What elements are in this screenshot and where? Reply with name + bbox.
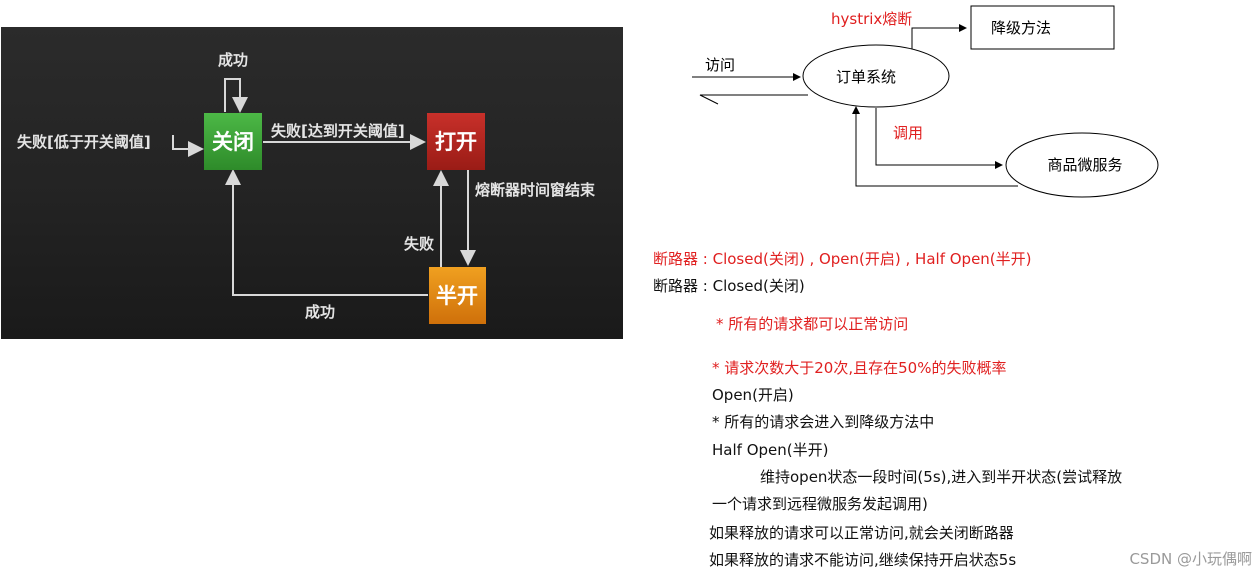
order-system-node (802, 44, 950, 108)
access-label: 访问 (705, 56, 735, 74)
state-half-open-box (429, 267, 486, 324)
watermark: CSDN @小玩偶啊 (1129, 550, 1252, 568)
note-line-3: * 所有的请求都可以正常访问 (716, 315, 909, 333)
note-line-11: 如果释放的请求不能访问,继续保持开启状态5s (709, 551, 1017, 569)
success-back-arrow (225, 169, 428, 296)
fallback-box-label: 降级方法 (991, 19, 1051, 37)
note-line-10: 如果释放的请求可以正常访问,就会关闭断路器 (709, 524, 1014, 542)
flow-diagram: 降级方法 hystrix熔断 订单系统 访问 调用 商品微服务 (692, 5, 1159, 198)
return-arrow (699, 94, 808, 105)
note-line-5: Open(开启) (712, 386, 794, 404)
fail-reach-label: 失败[达到开关阈值] (271, 122, 405, 140)
threshold-low-arrow (172, 135, 204, 157)
product-service-node (1005, 132, 1159, 198)
order-system-label: 订单系统 (836, 68, 896, 86)
invoke-arrow (875, 108, 1003, 169)
note-line-2: 断路器 : Closed(关闭) (653, 277, 805, 295)
hystrix-label: hystrix熔断 (831, 10, 912, 28)
window-end-label: 熔断器时间窗结束 (475, 181, 596, 199)
hystrix-arrow (911, 24, 967, 50)
fail-low-label: 失败[低于开关阈值] (17, 133, 151, 151)
fail-label: 失败 (404, 235, 434, 253)
circuit-breaker-svg: 关闭 打开 半开 成功 失败[低于开关阈值] 失败[达到开关阈值] 熔断器时间窗… (17, 51, 596, 324)
state-half-open-label: 半开 (436, 284, 478, 308)
state-closed-label: 关闭 (212, 130, 254, 154)
state-open-box (427, 113, 485, 170)
note-line-9: 一个请求到远程微服务发起调用) (712, 495, 928, 513)
note-line-6: * 所有的请求会进入到降级方法中 (712, 413, 935, 431)
product-return-line (852, 106, 1018, 187)
state-open-label: 打开 (435, 130, 477, 154)
product-service-label: 商品微服务 (1047, 156, 1122, 174)
circuit-breaker-diagram: 关闭 打开 半开 成功 失败[低于开关阈值] 失败[达到开关阈值] 熔断器时间窗… (1, 27, 623, 339)
note-line-7: Half Open(半开) (712, 441, 829, 459)
success-top-label: 成功 (218, 51, 248, 69)
note-line-8: 维持open状态一段时间(5s),进入到半开状态(尝试释放 (760, 468, 1123, 486)
invoke-label: 调用 (893, 124, 923, 142)
success-bottom-label: 成功 (305, 303, 335, 321)
state-closed-box (204, 113, 262, 170)
self-loop-arrow (224, 78, 248, 113)
fallback-box (970, 5, 1115, 50)
note-line-4: * 请求次数大于20次,且存在50%的失败概率 (712, 359, 1007, 377)
note-line-1: 断路器 : Closed(关闭) , Open(开启) , Half Open(… (653, 250, 1032, 268)
